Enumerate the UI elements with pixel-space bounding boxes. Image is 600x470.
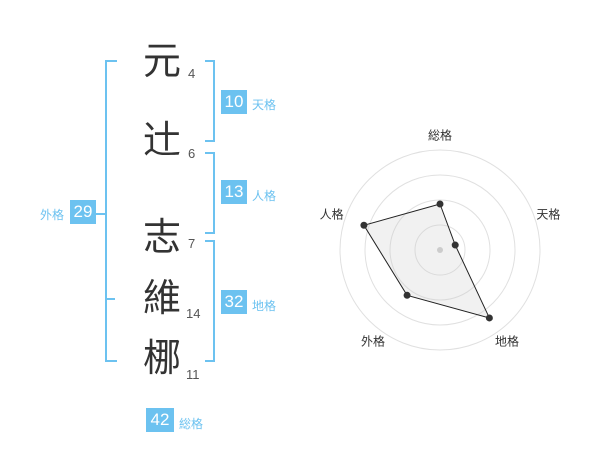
gaikaku-bracket-stem (96, 213, 105, 215)
chikaku-bracket (205, 240, 215, 362)
stroke-count-2: 6 (188, 146, 196, 161)
radar-axis-label-3: 地格 (495, 334, 519, 349)
tenkaku-bracket (205, 60, 215, 142)
radar-data-polygon (363, 203, 491, 319)
radar-ring (389, 199, 491, 301)
name-char-4: 維 (142, 276, 181, 320)
soukaku-label: 総格 (179, 417, 204, 431)
radar-ring (414, 224, 466, 276)
radar-axis-label-1: 総格 (428, 128, 452, 143)
stroke-count-1: 4 (188, 66, 196, 81)
name-char-2: 辻 (142, 118, 181, 162)
radar-center (437, 247, 443, 253)
stroke-count-3: 7 (188, 236, 196, 251)
tenkaku-label: 天格 (252, 98, 277, 112)
name-char-3: 志 (142, 215, 181, 259)
radar-ring (364, 174, 516, 326)
chikaku-label: 地格 (252, 299, 277, 313)
soukaku-value-badge: 42 (146, 408, 174, 432)
radar-point-3 (485, 314, 493, 322)
gaikaku-value-badge: 29 (70, 200, 96, 224)
gaikaku-bracket (105, 60, 117, 362)
radar-axis-label-2: 天格 (536, 206, 560, 221)
radar-axis-label-4: 外格 (361, 334, 385, 349)
radar-point-4 (403, 291, 411, 299)
name-char-1: 元 (142, 39, 181, 83)
tenkaku-value-badge: 10 (221, 90, 247, 114)
jinkaku-value-badge: 13 (221, 180, 247, 204)
jinkaku-bracket (205, 152, 215, 234)
radar-point-5 (360, 221, 368, 229)
gaikaku-bracket-tick (105, 298, 115, 300)
stroke-count-5: 11 (186, 367, 200, 382)
stroke-count-4: 14 (186, 306, 201, 321)
radar-ring (339, 149, 541, 351)
name-char-5: 梛 (142, 336, 181, 380)
radar-axis-label-5: 人格 (320, 206, 344, 221)
gaikaku-label: 外格 (40, 208, 65, 222)
radar-point-1 (436, 200, 444, 208)
chikaku-value-badge: 32 (221, 290, 247, 314)
jinkaku-label: 人格 (252, 189, 277, 203)
radar-point-2 (451, 241, 459, 249)
